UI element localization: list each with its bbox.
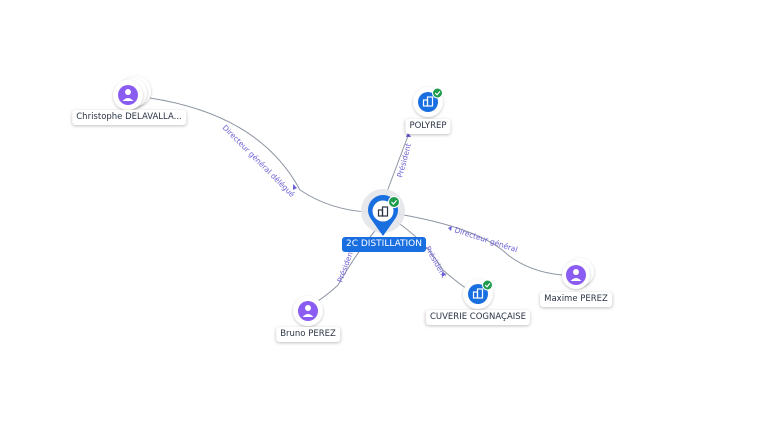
- node-cuverie[interactable]: [463, 279, 493, 309]
- label-christophe[interactable]: Christophe DELAVALLA...: [72, 110, 186, 125]
- verified-check-icon: [388, 196, 400, 208]
- node-maxime[interactable]: [562, 258, 594, 289]
- building-icon: [422, 96, 434, 107]
- verified-check-icon: [482, 279, 493, 291]
- person-icon: [302, 305, 314, 317]
- person-icon: [122, 89, 134, 101]
- label-cuverie[interactable]: CUVERIE COGNAÇAISE: [425, 310, 531, 325]
- edge-label-main-polyrep: Président: [395, 142, 413, 178]
- edge-label-main-cuverie: Président: [423, 245, 448, 280]
- label-maxime[interactable]: Maxime PEREZ: [540, 292, 612, 307]
- node-christophe[interactable]: [113, 76, 151, 110]
- building-icon: [472, 288, 484, 299]
- label-main[interactable]: 2C DISTILLATION: [342, 237, 426, 252]
- edge-main-cuverie[interactable]: [396, 221, 473, 293]
- label-bruno[interactable]: Bruno PEREZ: [276, 327, 340, 342]
- edge-label-main-maxime: Directeur général: [453, 225, 518, 254]
- label-polyrep[interactable]: POLYREP: [405, 119, 451, 134]
- arrow-icon: [442, 272, 446, 277]
- arrow-icon: [406, 132, 411, 137]
- edge-main-polyrep[interactable]: [383, 132, 411, 201]
- arrow-icon: [293, 184, 297, 190]
- edge-label-christophe-main: Directeur général délégué: [221, 123, 297, 199]
- arrow-icon: [448, 226, 452, 231]
- node-polyrep[interactable]: [413, 87, 443, 117]
- edge-label-bruno-main: Président: [335, 248, 355, 284]
- edge-christophe-main[interactable]: [149, 97, 369, 213]
- edge-main-maxime[interactable]: [397, 213, 563, 276]
- node-main[interactable]: [361, 189, 405, 236]
- verified-check-icon: [432, 87, 443, 99]
- node-bruno[interactable]: [293, 296, 323, 326]
- building-icon: [377, 206, 389, 217]
- person-icon: [570, 269, 582, 281]
